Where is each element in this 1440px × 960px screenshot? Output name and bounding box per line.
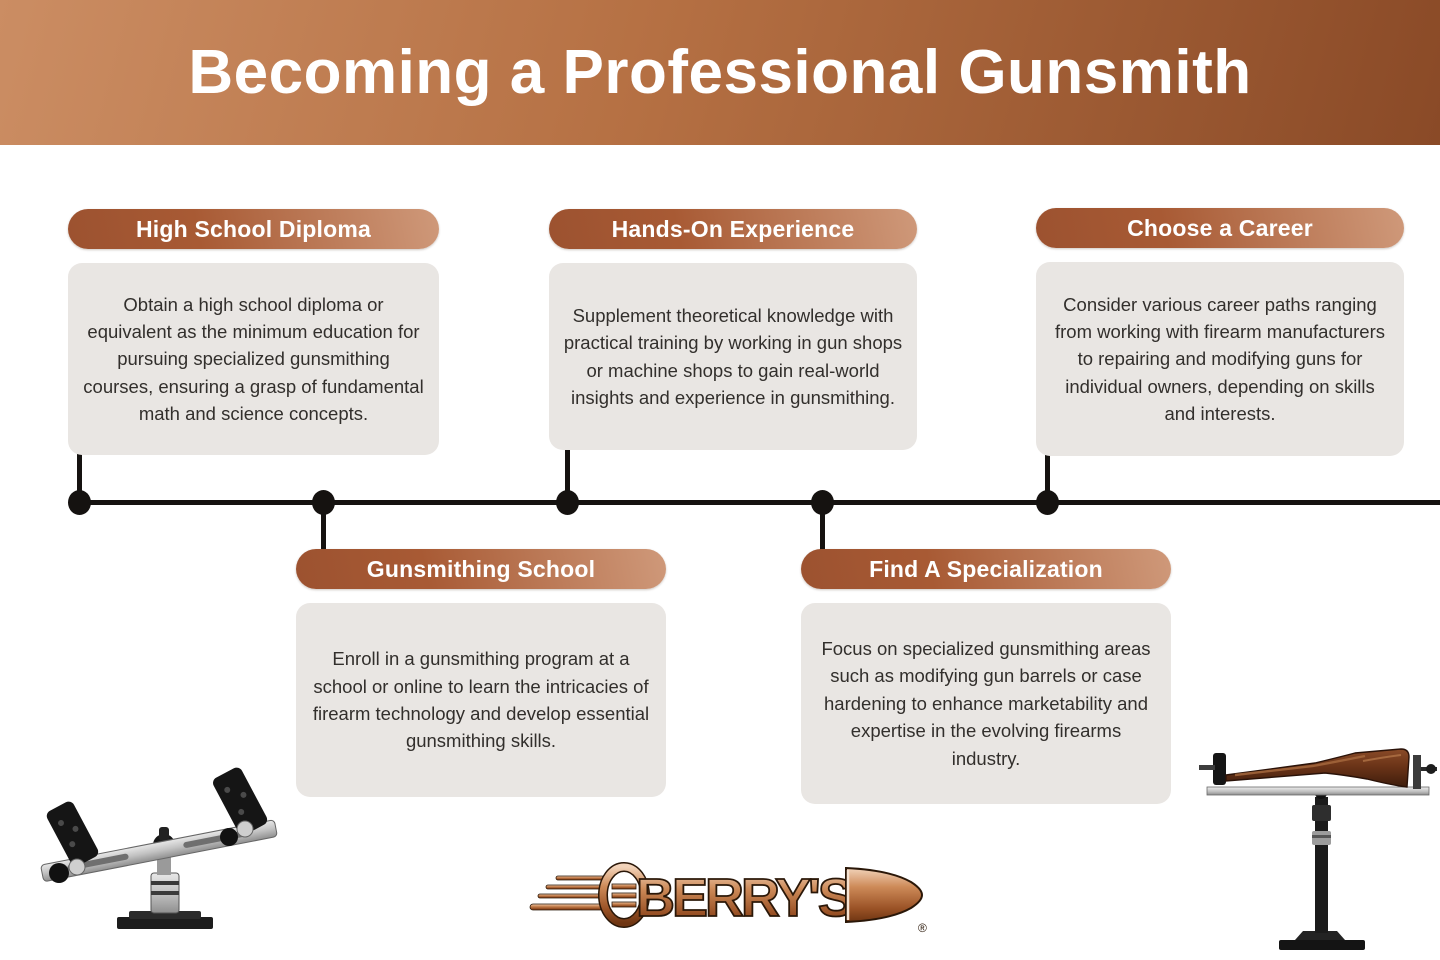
brand-wordmark: BERRY'S bbox=[636, 868, 852, 928]
page-title: Becoming a Professional Gunsmith bbox=[188, 38, 1252, 107]
timeline-dot-2 bbox=[312, 490, 335, 515]
milestone-card-choose-a-career: Choose a Career Consider various career … bbox=[1036, 208, 1404, 456]
bullet-base-icon bbox=[598, 862, 650, 928]
milestone-title: High School Diploma bbox=[135, 215, 372, 242]
milestone-card-hands-on-experience: Hands-On Experience Supplement theoretic… bbox=[549, 209, 917, 450]
bullet-nose-icon bbox=[845, 866, 924, 924]
milestone-body: Consider various career paths ranging fr… bbox=[1036, 262, 1404, 456]
milestone-title-pill: Find A Specialization bbox=[801, 549, 1171, 589]
pistol-rest-illustration bbox=[40, 767, 278, 929]
timeline-line bbox=[78, 500, 1440, 505]
milestone-card-find-a-specialization: Find A Specialization Focus on specializ… bbox=[801, 549, 1171, 804]
timeline-dot-1 bbox=[68, 490, 91, 515]
milestone-body: Supplement theoretical knowledge with pr… bbox=[549, 263, 917, 450]
speed-lines-icon bbox=[529, 875, 607, 911]
berrys-logo: BERRY'S ® bbox=[528, 862, 928, 935]
milestone-title: Find A Specialization bbox=[869, 555, 1103, 582]
milestone-title: Hands-On Experience bbox=[611, 215, 855, 242]
stock-stand-product-photo bbox=[1195, 735, 1440, 960]
pistol-rest-product-photo bbox=[25, 745, 285, 950]
milestone-title-pill: Hands-On Experience bbox=[549, 209, 917, 249]
milestone-card-gunsmithing-school: Gunsmithing School Enroll in a gunsmithi… bbox=[296, 549, 666, 797]
milestone-description: Enroll in a gunsmithing program at a sch… bbox=[312, 648, 650, 752]
timeline-connector-5 bbox=[1045, 454, 1050, 503]
berrys-logo-graphic: BERRY'S ® bbox=[529, 862, 927, 935]
timeline-connector-2 bbox=[321, 502, 326, 552]
stock-stand-illustration bbox=[1199, 748, 1437, 950]
milestone-description: Supplement theoretical knowledge with pr… bbox=[563, 304, 903, 408]
milestone-body: Enroll in a gunsmithing program at a sch… bbox=[296, 603, 666, 797]
milestone-card-high-school-diploma: High School Diploma Obtain a high school… bbox=[68, 209, 439, 455]
milestone-title: Gunsmithing School bbox=[366, 555, 596, 582]
timeline-connector-4 bbox=[820, 502, 825, 552]
timeline-connector-1 bbox=[77, 453, 82, 503]
milestone-description: Obtain a high school diploma or equivale… bbox=[83, 293, 424, 425]
timeline-connector-3 bbox=[565, 446, 570, 503]
milestone-body: Focus on specialized gunsmithing areas s… bbox=[801, 603, 1171, 804]
milestone-title-pill: Gunsmithing School bbox=[296, 549, 666, 589]
milestone-title-pill: High School Diploma bbox=[68, 209, 439, 249]
timeline-dot-5 bbox=[1036, 490, 1059, 515]
registered-trademark: ® bbox=[918, 921, 927, 934]
timeline-dot-4 bbox=[811, 490, 834, 515]
timeline-dot-3 bbox=[556, 490, 579, 515]
milestone-title: Choose a Career bbox=[1127, 214, 1313, 241]
milestone-body: Obtain a high school diploma or equivale… bbox=[68, 263, 439, 455]
milestone-description: Consider various career paths ranging fr… bbox=[1054, 293, 1385, 425]
header-banner: Becoming a Professional Gunsmith bbox=[0, 0, 1440, 145]
milestone-title-pill: Choose a Career bbox=[1036, 208, 1404, 248]
milestone-description: Focus on specialized gunsmithing areas s… bbox=[821, 638, 1151, 769]
